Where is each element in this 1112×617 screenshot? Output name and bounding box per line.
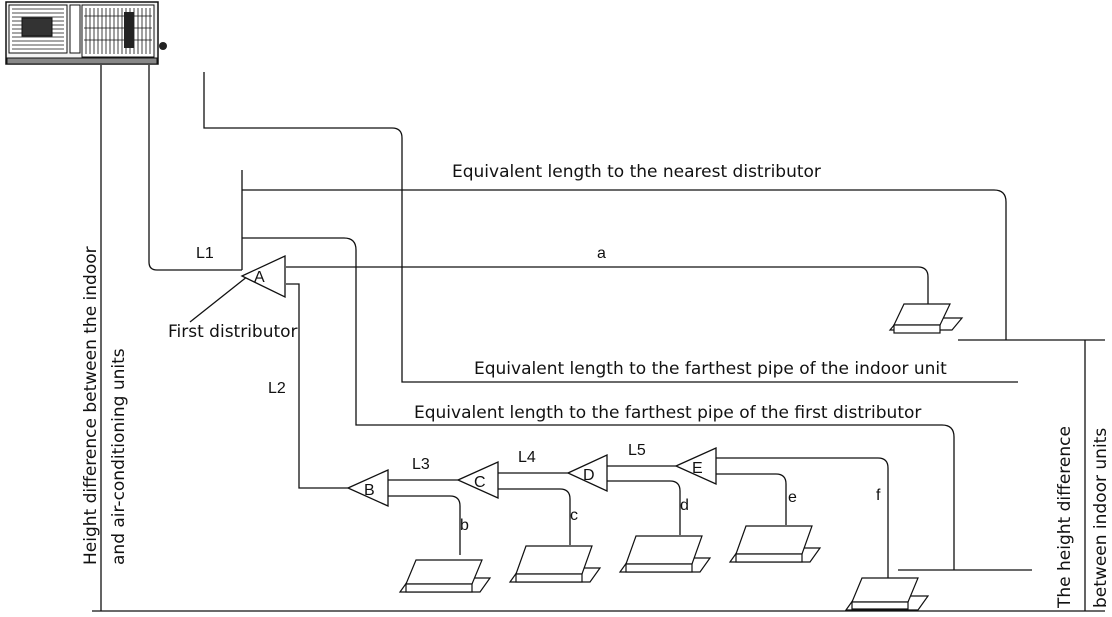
distributor-label-c: C [474,474,486,491]
segment-l4: L4 [518,449,536,466]
branch-label-e: e [788,489,797,506]
distributor-label-a: A [254,269,265,286]
branch-label-d: d [680,497,689,514]
branch-label-b: b [460,517,469,534]
distributor-label-d: D [583,467,595,484]
farthest-first-distributor-label: Equivalent length to the farthest pipe o… [414,403,921,423]
distributor-a: A [240,254,286,299]
indoor-unit-a [888,303,964,334]
branch-label-f: f [876,487,881,504]
segment-l2: L2 [268,380,286,397]
distributor-d: D [566,453,608,493]
height-outdoor-label-line2: and air-conditioning units [109,348,129,565]
distributor-label-e: E [692,460,703,477]
piping-lines [92,65,1105,612]
distributor-b: B [346,468,389,508]
height-indoor-label-line1: The height difference [1055,426,1075,609]
indoor-unit-b [398,559,492,593]
segment-l1: L1 [196,245,214,262]
segment-l3: L3 [412,456,430,473]
distributor-e: E [674,446,717,486]
indoor-unit-e [728,525,822,563]
outdoor-unit [5,1,167,65]
segment-l5: L5 [628,442,646,459]
branch-label-a: a [597,245,606,262]
indoor-unit-f [844,577,930,611]
indoor-unit-c [508,545,602,583]
branch-label-c: c [570,507,578,524]
nearest-distributor-label: Equivalent length to the nearest distrib… [452,162,821,182]
height-outdoor-label-line1: Height difference between the indoor [81,246,101,565]
height-indoor-label-line2: between indoor units [1091,428,1111,608]
indoor-unit-d [618,535,712,573]
distributor-label-b: B [364,482,375,499]
farthest-indoor-label: Equivalent length to the farthest pipe o… [474,359,947,379]
distributor-c: C [456,460,499,500]
first-distributor-label: First distributor [168,322,298,342]
